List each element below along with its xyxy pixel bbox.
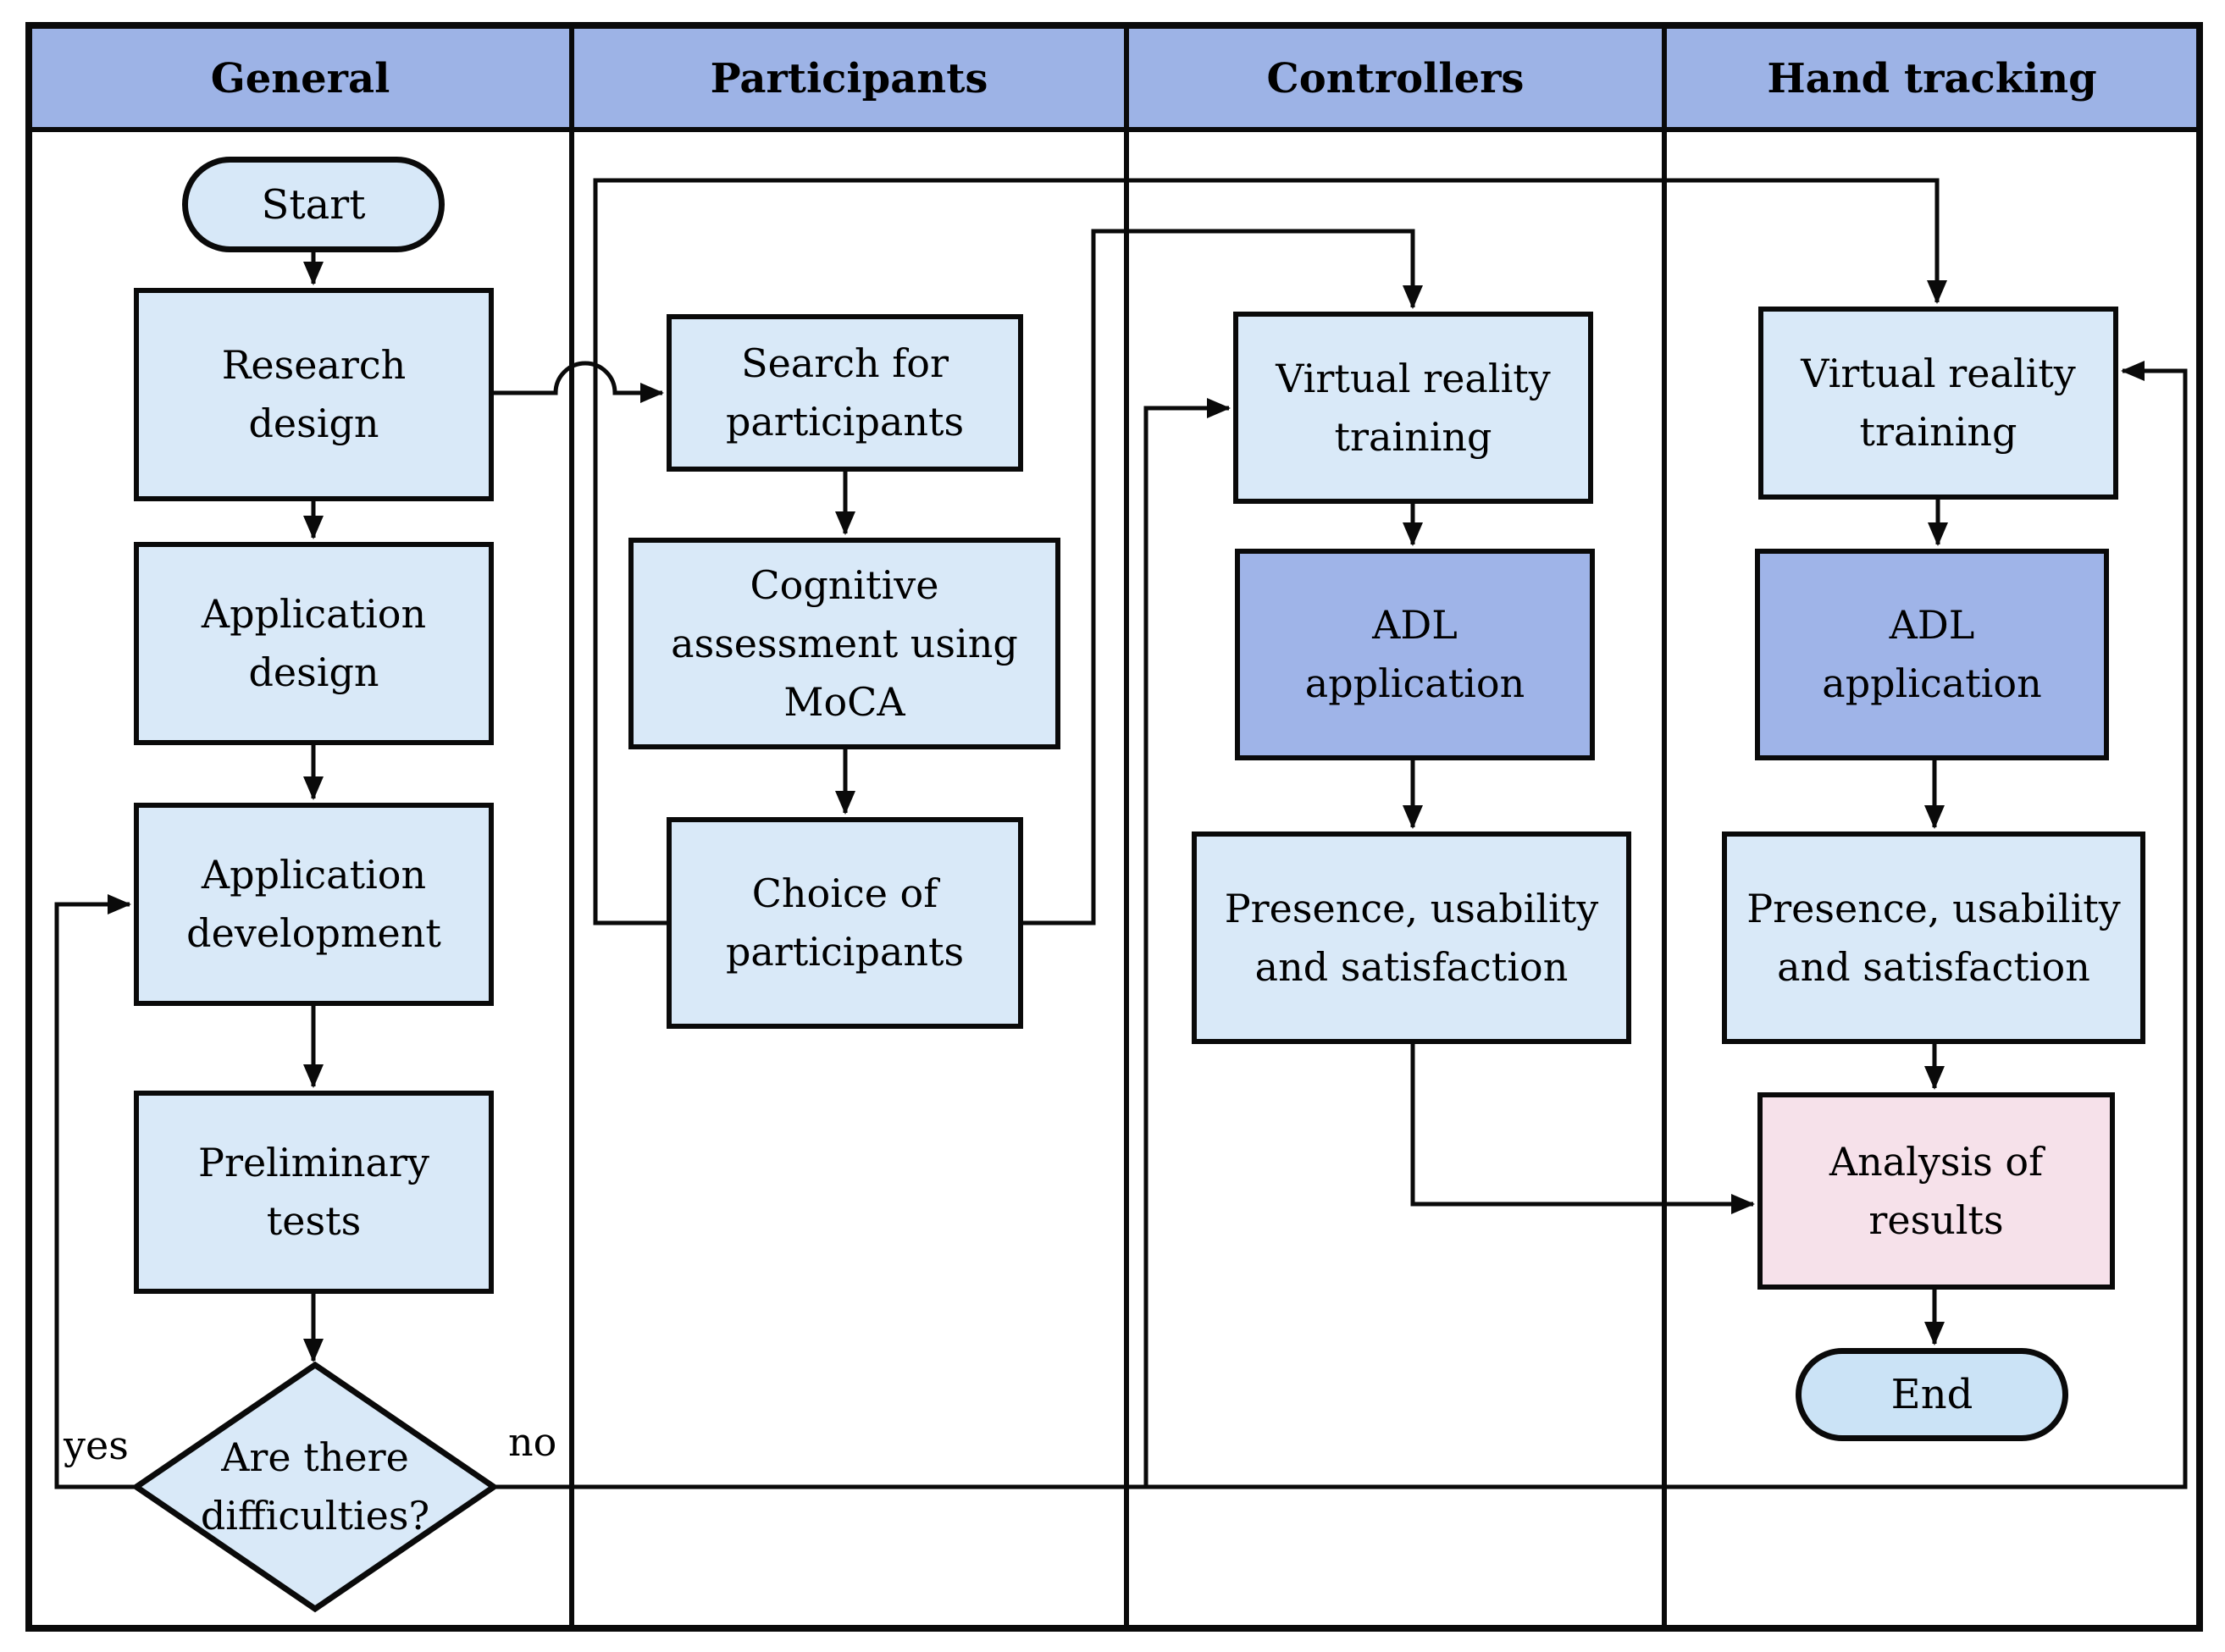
node-adl-application-controllers: ADL application (1235, 549, 1595, 760)
edge-label-yes: yes (64, 1423, 129, 1468)
node-difficulties-decision-label: Are there difficulties? (200, 1434, 430, 1539)
edge-yes-loop (54, 894, 136, 1489)
node-cognitive-assessment-moca: Cognitive assessment using MoCA (628, 538, 1060, 749)
lane-header-controllers: Controllers (1126, 27, 1664, 130)
lane-header-general: General (29, 27, 572, 130)
edge-label-no: no (508, 1419, 557, 1465)
edge-no-branch-to-controllers-vr (1143, 398, 1231, 1487)
node-presence-usability-hand: Presence, usability and satisfaction (1722, 832, 2145, 1044)
node-preliminary-tests: Preliminary tests (134, 1091, 494, 1294)
node-start: Start (182, 157, 445, 252)
lane-header-label: Hand tracking (1767, 54, 2097, 102)
edge-choice-to-hand-vr (593, 178, 1947, 925)
node-analysis-of-results: Analysis of results (1757, 1092, 2115, 1290)
node-application-design: Application design (134, 542, 494, 745)
node-choice-of-participants: Choice of participants (667, 817, 1023, 1029)
node-vr-training-controllers: Virtual reality training (1233, 312, 1593, 504)
lane-header-hand-tracking: Hand tracking (1664, 27, 2200, 130)
edge-presencec-analysis (1410, 1044, 1755, 1214)
decision-diamond (130, 1361, 500, 1613)
lane-header-label: General (210, 54, 390, 102)
node-search-for-participants: Search for participants (667, 314, 1023, 472)
edge-no-loop-to-hand-vr (494, 361, 2188, 1489)
lane-header-participants: Participants (572, 27, 1126, 130)
node-adl-application-hand: ADL application (1755, 549, 2109, 760)
edge-choice-to-controllers-vr (1023, 229, 1423, 925)
node-research-design: Research design (134, 288, 494, 501)
lane-header-label: Participants (710, 54, 988, 102)
node-end: End (1796, 1348, 2068, 1441)
edge-research-search-hop (494, 361, 664, 403)
lane-header-label: Controllers (1266, 54, 1525, 102)
node-application-development: Application development (134, 803, 494, 1006)
node-vr-training-hand: Virtual reality training (1758, 307, 2118, 500)
header-band (29, 25, 2200, 130)
node-presence-usability-controllers: Presence, usability and satisfaction (1192, 832, 1631, 1044)
outer-frame (25, 22, 2203, 1632)
